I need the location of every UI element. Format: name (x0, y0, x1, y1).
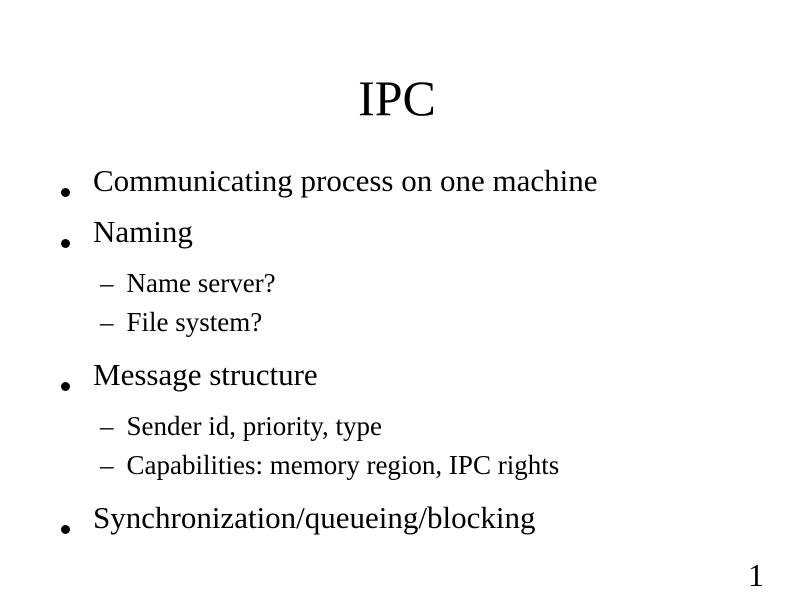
sub-bullet-item: –Sender id, priority, type (100, 410, 382, 443)
page-number: 1 (748, 556, 764, 593)
dash-icon: – (100, 307, 114, 337)
bullet-dot-icon (61, 239, 70, 248)
bullet-dot-icon (61, 382, 70, 391)
sub-bullet-item: –Capabilities: memory region, IPC rights (100, 449, 559, 482)
bullet-text: Naming (93, 214, 193, 249)
slide-title: IPC (358, 70, 436, 126)
bullet-item: Communicating process on one machine (61, 162, 598, 200)
bullet-dot-icon (61, 525, 70, 534)
bullet-item: Message structure (61, 356, 318, 394)
bullet-text: Capabilities: memory region, IPC rights (126, 450, 560, 480)
dash-icon: – (100, 450, 114, 480)
bullet-text: Communicating process on one machine (93, 163, 598, 198)
bullet-text: Message structure (93, 357, 318, 392)
bullet-text: Name server? (126, 268, 276, 298)
bullet-item: Naming (61, 213, 193, 251)
bullet-text: Sender id, priority, type (126, 411, 382, 441)
bullet-text: Synchronization/queueing/blocking (93, 500, 536, 535)
bullet-dot-icon (61, 188, 70, 197)
bullet-item: Synchronization/queueing/blocking (61, 499, 536, 537)
sub-bullet-item: –File system? (100, 306, 262, 339)
bullet-text: File system? (126, 307, 263, 337)
dash-icon: – (100, 268, 114, 298)
dash-icon: – (100, 411, 114, 441)
sub-bullet-item: –Name server? (100, 267, 276, 300)
